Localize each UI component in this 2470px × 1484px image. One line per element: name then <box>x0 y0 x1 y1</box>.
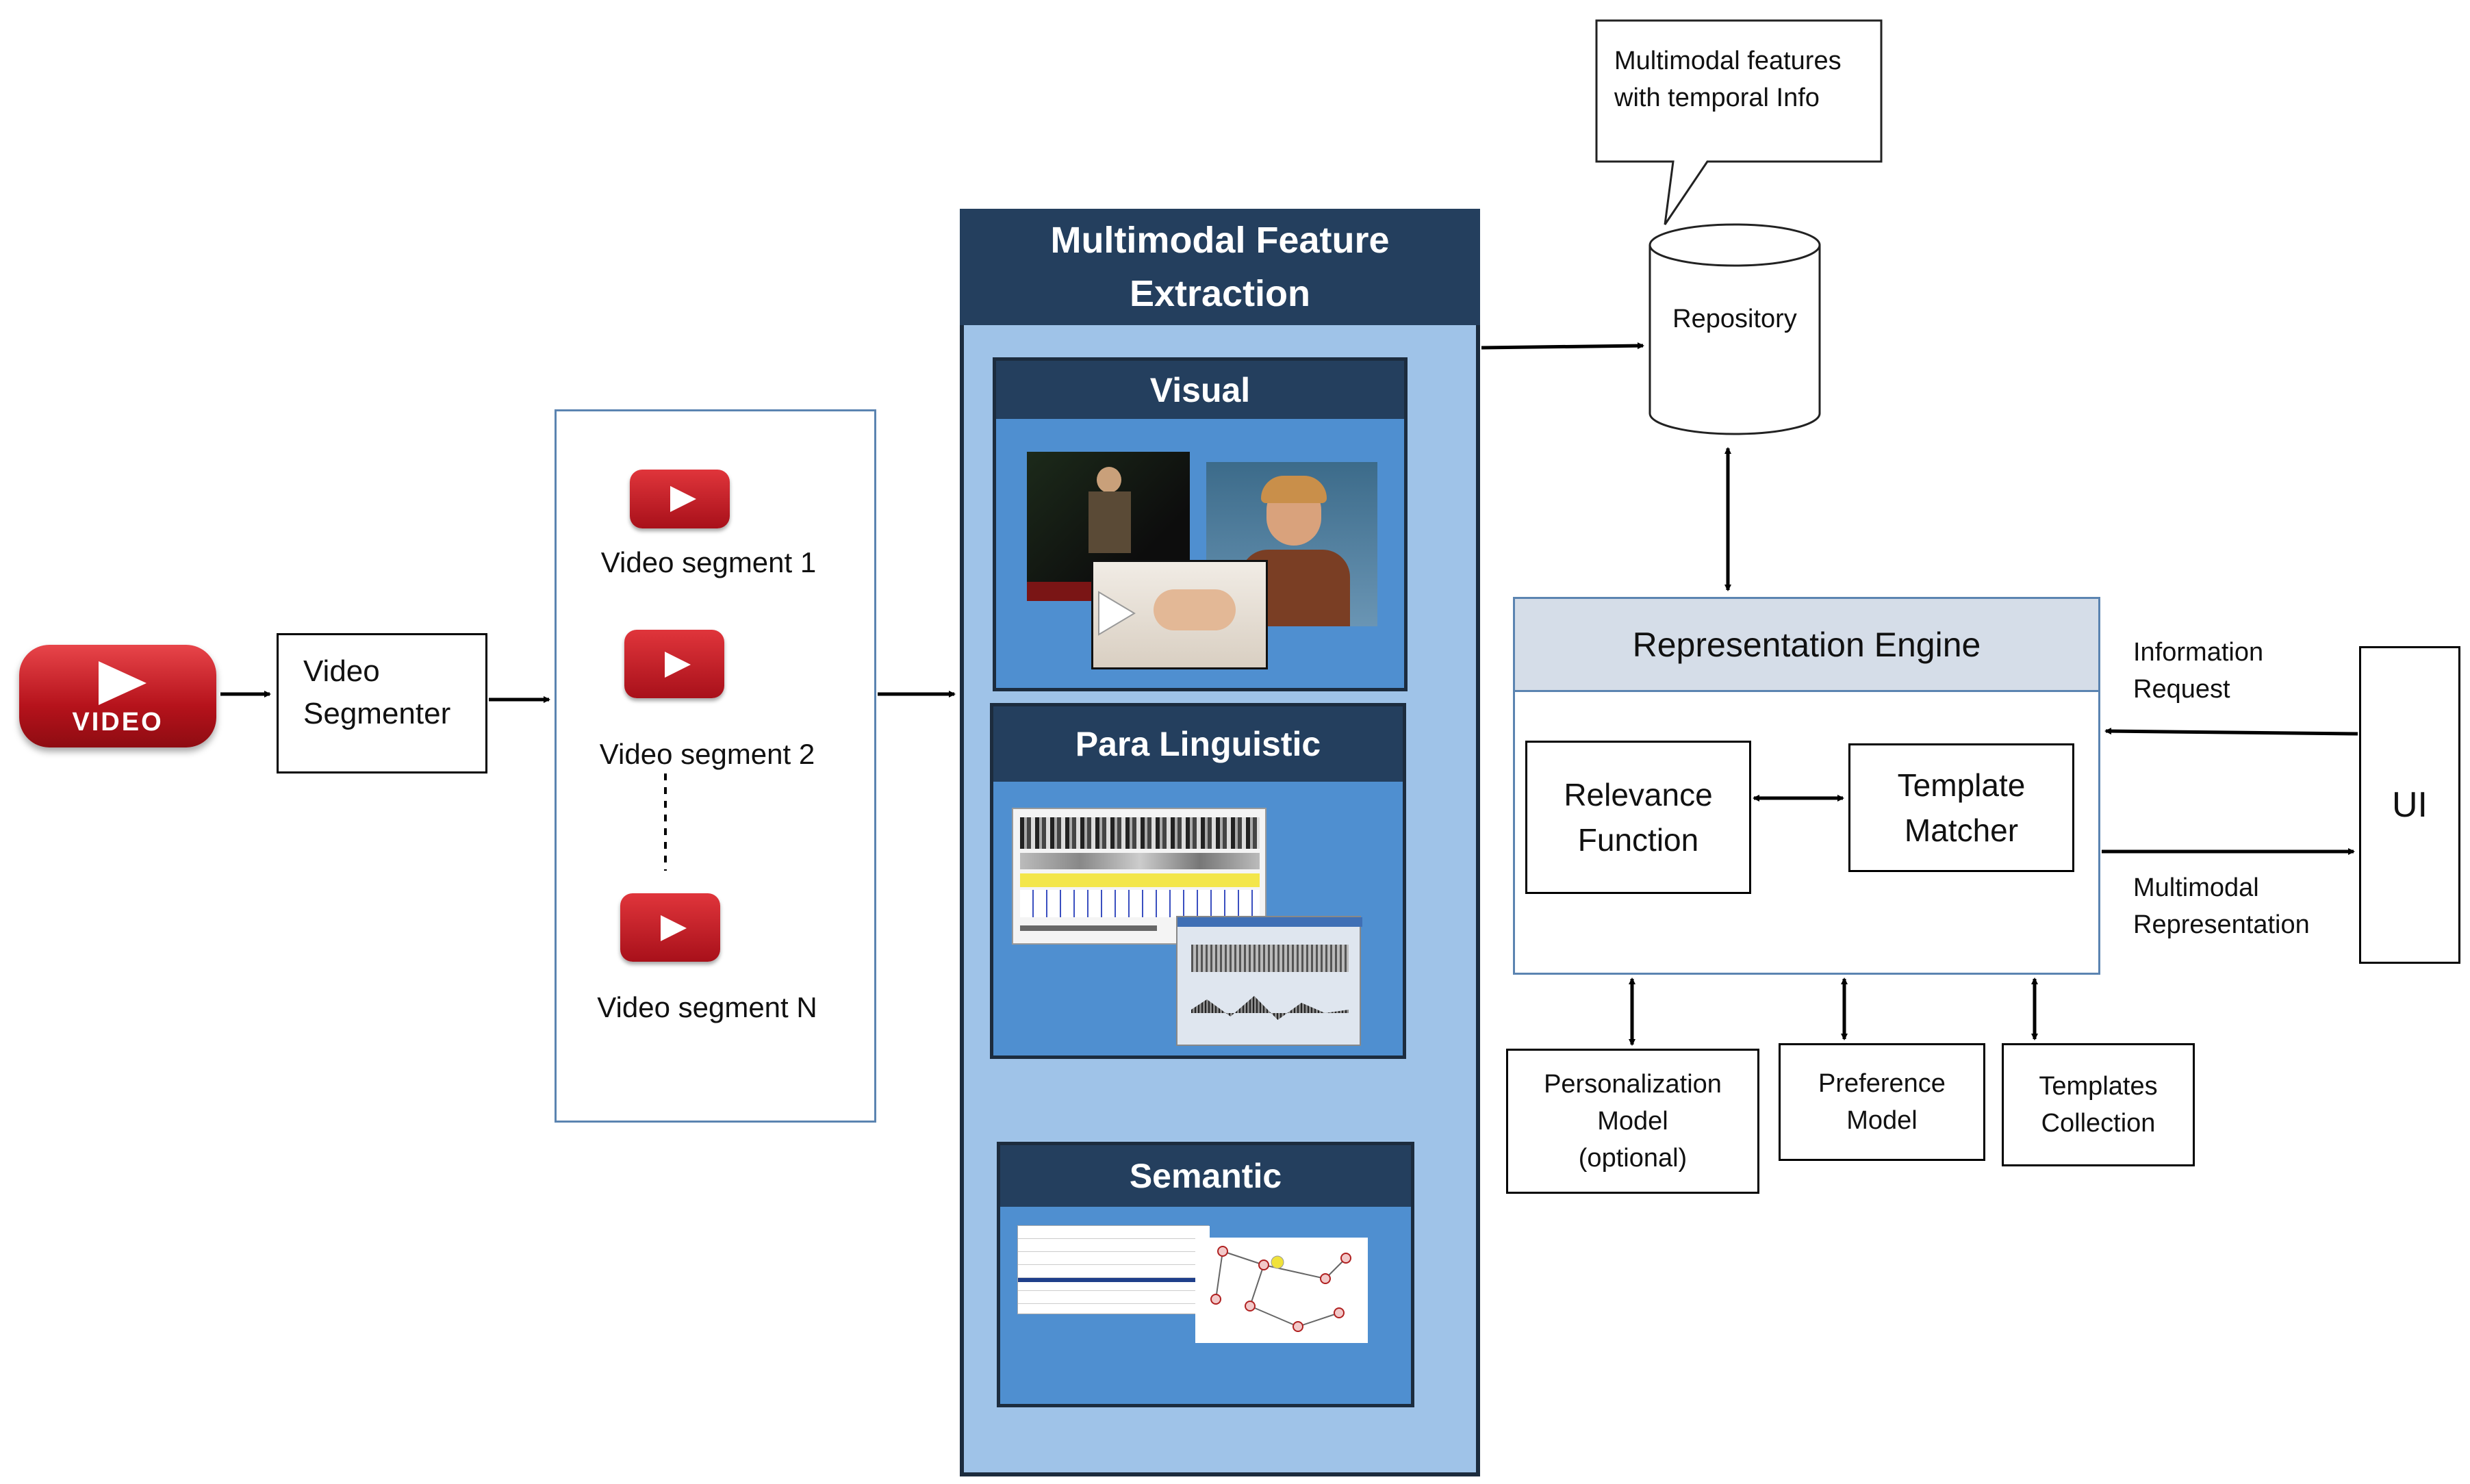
preference-model-box: Preference Model <box>1779 1043 1985 1161</box>
template-matcher-box: Template Matcher <box>1848 743 2074 872</box>
waveform-image <box>1176 916 1362 1046</box>
information-request-label-1: Information <box>2133 638 2264 667</box>
semantic-table-image <box>1017 1225 1210 1314</box>
relevance-function-label-1: Relevance <box>1564 777 1713 813</box>
segment-n-label: Video segment N <box>597 991 817 1023</box>
visual-thumbnail-face <box>1206 462 1377 626</box>
templates-collection-label-1: Templates <box>2039 1072 2158 1101</box>
feature-extraction-title-line-2: Extraction <box>1129 273 1311 314</box>
feature-extraction-title-line-1: Multimodal Feature <box>1050 220 1390 261</box>
personalization-model-box: Personalization Model (optional) <box>1506 1049 1759 1194</box>
semantic-graph-image <box>1195 1238 1368 1343</box>
callout-text-line-2: with temporal Info <box>1614 84 1820 112</box>
template-matcher-label-1: Template <box>1897 767 2026 803</box>
visual-thumbnail-hands <box>1091 560 1268 669</box>
video-logo: VIDEO <box>19 645 216 747</box>
repository-label: Repository <box>1672 304 1797 333</box>
personalization-model-label-3: (optional) <box>1578 1144 1688 1173</box>
multimodal-representation-label: Multimodal Representation <box>2133 869 2310 943</box>
ui-box: UI <box>2359 646 2460 964</box>
preference-model-label-1: Preference <box>1818 1069 1946 1098</box>
information-request-label: Information Request <box>2133 634 2263 708</box>
spectrogram-image <box>1012 808 1266 945</box>
information-request-label-2: Request <box>2133 675 2230 704</box>
segment-n-video-icon <box>620 893 720 962</box>
video-logo-label: VIDEO <box>72 707 164 737</box>
callout-text: Multimodal features with temporal Info <box>1614 42 1842 116</box>
personalization-model-label-1: Personalization <box>1544 1070 1722 1099</box>
video-segmenter-label-1: Video <box>303 654 380 688</box>
semantic-panel-title: Semantic <box>1000 1145 1411 1207</box>
visual-panel-title: Visual <box>996 361 1404 419</box>
para-linguistic-panel-title: Para Linguistic <box>993 706 1403 782</box>
multimodal-representation-label-2: Representation <box>2133 910 2310 939</box>
template-matcher-label-2: Matcher <box>1904 813 2019 848</box>
segment-1-video-icon <box>630 470 730 528</box>
feature-extraction-title: Multimodal Feature Extraction <box>960 209 1480 325</box>
segment-1-label: Video segment 1 <box>600 546 817 578</box>
relevance-function-label-2: Function <box>1577 822 1699 858</box>
personalization-model-label-2: Model <box>1597 1107 1668 1136</box>
callout-text-line-1: Multimodal features <box>1614 47 1842 75</box>
segment-2-label: Video segment 2 <box>599 738 815 770</box>
segment-2-video-icon <box>624 630 724 698</box>
video-segmenter-box: Video Segmenter <box>277 633 487 773</box>
relevance-function-box: Relevance Function <box>1525 741 1751 894</box>
representation-engine-title: Representation Engine <box>1515 599 2098 692</box>
video-segmenter-label-2: Segmenter <box>303 697 451 730</box>
play-icon <box>99 661 147 705</box>
templates-collection-box: Templates Collection <box>2002 1043 2195 1166</box>
multimodal-representation-label-1: Multimodal <box>2133 873 2259 902</box>
preference-model-label-2: Model <box>1846 1106 1918 1135</box>
templates-collection-label-2: Collection <box>2041 1109 2156 1138</box>
